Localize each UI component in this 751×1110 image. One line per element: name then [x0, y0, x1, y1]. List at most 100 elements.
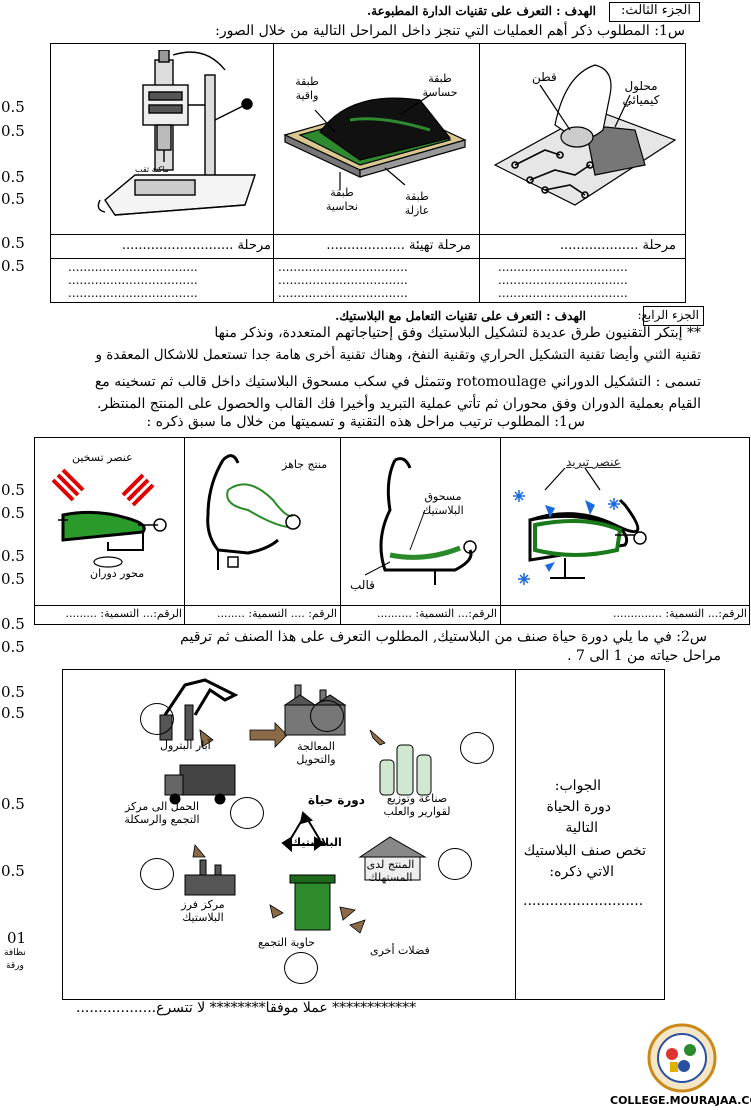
caption-fig-3: الرقم: .... التسمية: ........ [216, 607, 337, 620]
number-circle-truck[interactable] [230, 797, 264, 829]
score-6: 0.5 [1, 257, 25, 275]
ready-product-image [206, 454, 301, 570]
label-heating-element: عنصر تسخين [72, 451, 133, 464]
part3-tag: الجزء الثالث: [621, 3, 691, 18]
label-oil-wells: آبار البترول [160, 739, 211, 752]
label-cotton: قطن [532, 70, 557, 84]
score-14: 0.5 [1, 704, 25, 722]
part3-divider-1 [273, 43, 274, 303]
number-circle-bin[interactable] [284, 952, 318, 984]
score-2: 0.5 [1, 122, 25, 140]
cooling-stage-image [513, 467, 647, 585]
score-9: 0.5 [1, 547, 25, 565]
rotomolding-table [34, 437, 750, 625]
stage-left: مرحلة ........................... [121, 238, 271, 253]
stage-right: مرحلة ................... [559, 238, 676, 253]
life-cycle-divider [515, 669, 516, 1000]
roto-divider-1 [184, 437, 185, 625]
part3-goal: الهدف : التعرف على تقنيات الدارة المطبوع… [366, 4, 596, 18]
label-rotation-axis: محور دوران [90, 567, 145, 580]
part4-tag-box [643, 306, 704, 326]
answer-line-5: الاتي ذكره: [549, 864, 614, 880]
answer-line-2: دورة الحياة [546, 799, 611, 815]
house-icon [358, 836, 427, 881]
score-5: 0.5 [1, 234, 25, 252]
answer-dots-left-2: .................................. [68, 273, 198, 287]
footer-text: ************ عملا موفقا******** لا تتسرع… [76, 1000, 417, 1016]
caption-fig-1: الرقم:... التسمية: .............. [612, 607, 747, 620]
score-8: 0.5 [1, 504, 25, 522]
final-label-1: نظافة [4, 948, 26, 958]
label-cooling-element: عنصر تبريد [566, 455, 621, 469]
answer-dots-right-1: .................................. [498, 260, 628, 274]
part4-para-4: القيام بعملية الدوران وفق محوران ثم تأتي… [96, 396, 701, 412]
label-ready-product: منتج جاهز [282, 458, 328, 471]
part3-row-line-2 [50, 258, 686, 259]
score-10: 0.5 [1, 570, 25, 588]
powder-stage-image [364, 457, 477, 585]
part4-q2-line1: س2: في ما يلي دورة حياة صنف من البلاستيك… [180, 629, 707, 645]
drill-press-image: ماكنة ثقب [97, 50, 256, 216]
sorting-center-icon [184, 859, 236, 896]
label-collection-bin: حاوية التجمع [258, 936, 315, 949]
score-15: 0.5 [1, 795, 25, 813]
score-3: 0.5 [1, 168, 25, 186]
number-circle-consumer[interactable] [438, 848, 472, 880]
life-cycle-box [62, 669, 665, 1000]
answer-line-1: الجواب: [554, 778, 601, 794]
number-circle-processing[interactable] [310, 700, 344, 732]
part4-para-2: تقنية الثني وأيضا تقنية التشكيل الحراري … [95, 347, 701, 363]
answer-line-3: التالية [565, 820, 598, 836]
part3-tag-box [609, 2, 700, 22]
drill-caption: ماكنة ثقب [135, 165, 169, 174]
truck-icon [164, 764, 236, 805]
layered-board-image [283, 94, 467, 190]
caption-fig-4: الرقم:... التسمية: ......... [65, 607, 182, 620]
score-13: 0.5 [1, 683, 25, 701]
roto-divider-3 [500, 437, 501, 625]
final-score: 01 [7, 929, 27, 947]
answer-dots-mid-3: .................................. [278, 286, 408, 300]
final-label-2: ورقة [6, 961, 24, 971]
part4-goal: الهدف : التعرف على تقنيات التعامل مع الب… [335, 309, 586, 323]
label-other-waste: فضلات أخرى [370, 944, 430, 957]
part4-para-1: ** إبتكر التقنيون طرق عديدة لتشكيل البلا… [214, 325, 701, 341]
answer-dots-left-3: .................................. [68, 286, 198, 300]
caption-fig-2: الرقم:... التسمية: .......... [376, 607, 497, 620]
answer-line-6[interactable]: ........................... [523, 893, 644, 909]
answer-dots-right-2: .................................. [498, 273, 628, 287]
logo-text: COLLEGE.MOURAJAA.COM [610, 1094, 751, 1107]
answer-line-4: تخص صنف البلاستيك [523, 843, 646, 859]
part3-question: س1: المطلوب ذكر أهم العمليات التي تنجز د… [215, 23, 685, 39]
recycle-icon [281, 811, 325, 853]
score-16: 0.5 [1, 862, 25, 880]
label-mold: قالب [350, 578, 375, 592]
score-12: 0.5 [1, 638, 25, 656]
score-7: 0.5 [1, 481, 25, 499]
part4-tag: الجزء الرابع: [637, 308, 699, 322]
number-circle-wells[interactable] [140, 703, 174, 735]
part3-table [50, 43, 686, 303]
part4-q1: س1: المطلوب ترتيب مراحل هذه التقنية و تس… [146, 414, 585, 430]
bottles-icon [379, 744, 432, 796]
part3-divider-2 [479, 43, 480, 303]
part3-row-line [50, 234, 686, 235]
number-circle-sorting[interactable] [140, 858, 174, 890]
heating-stage-image [51, 468, 167, 568]
roto-caption-line [34, 605, 750, 606]
score-11: 0.5 [1, 615, 25, 633]
answer-dots-left-1: .................................. [68, 260, 198, 274]
number-circle-bottles[interactable] [460, 732, 494, 764]
part4-q2-line2: مراحل حياته من 1 الى 7 . [567, 648, 721, 664]
roto-divider-2 [340, 437, 341, 625]
label-cycle-title: دورة حياة [308, 793, 365, 807]
